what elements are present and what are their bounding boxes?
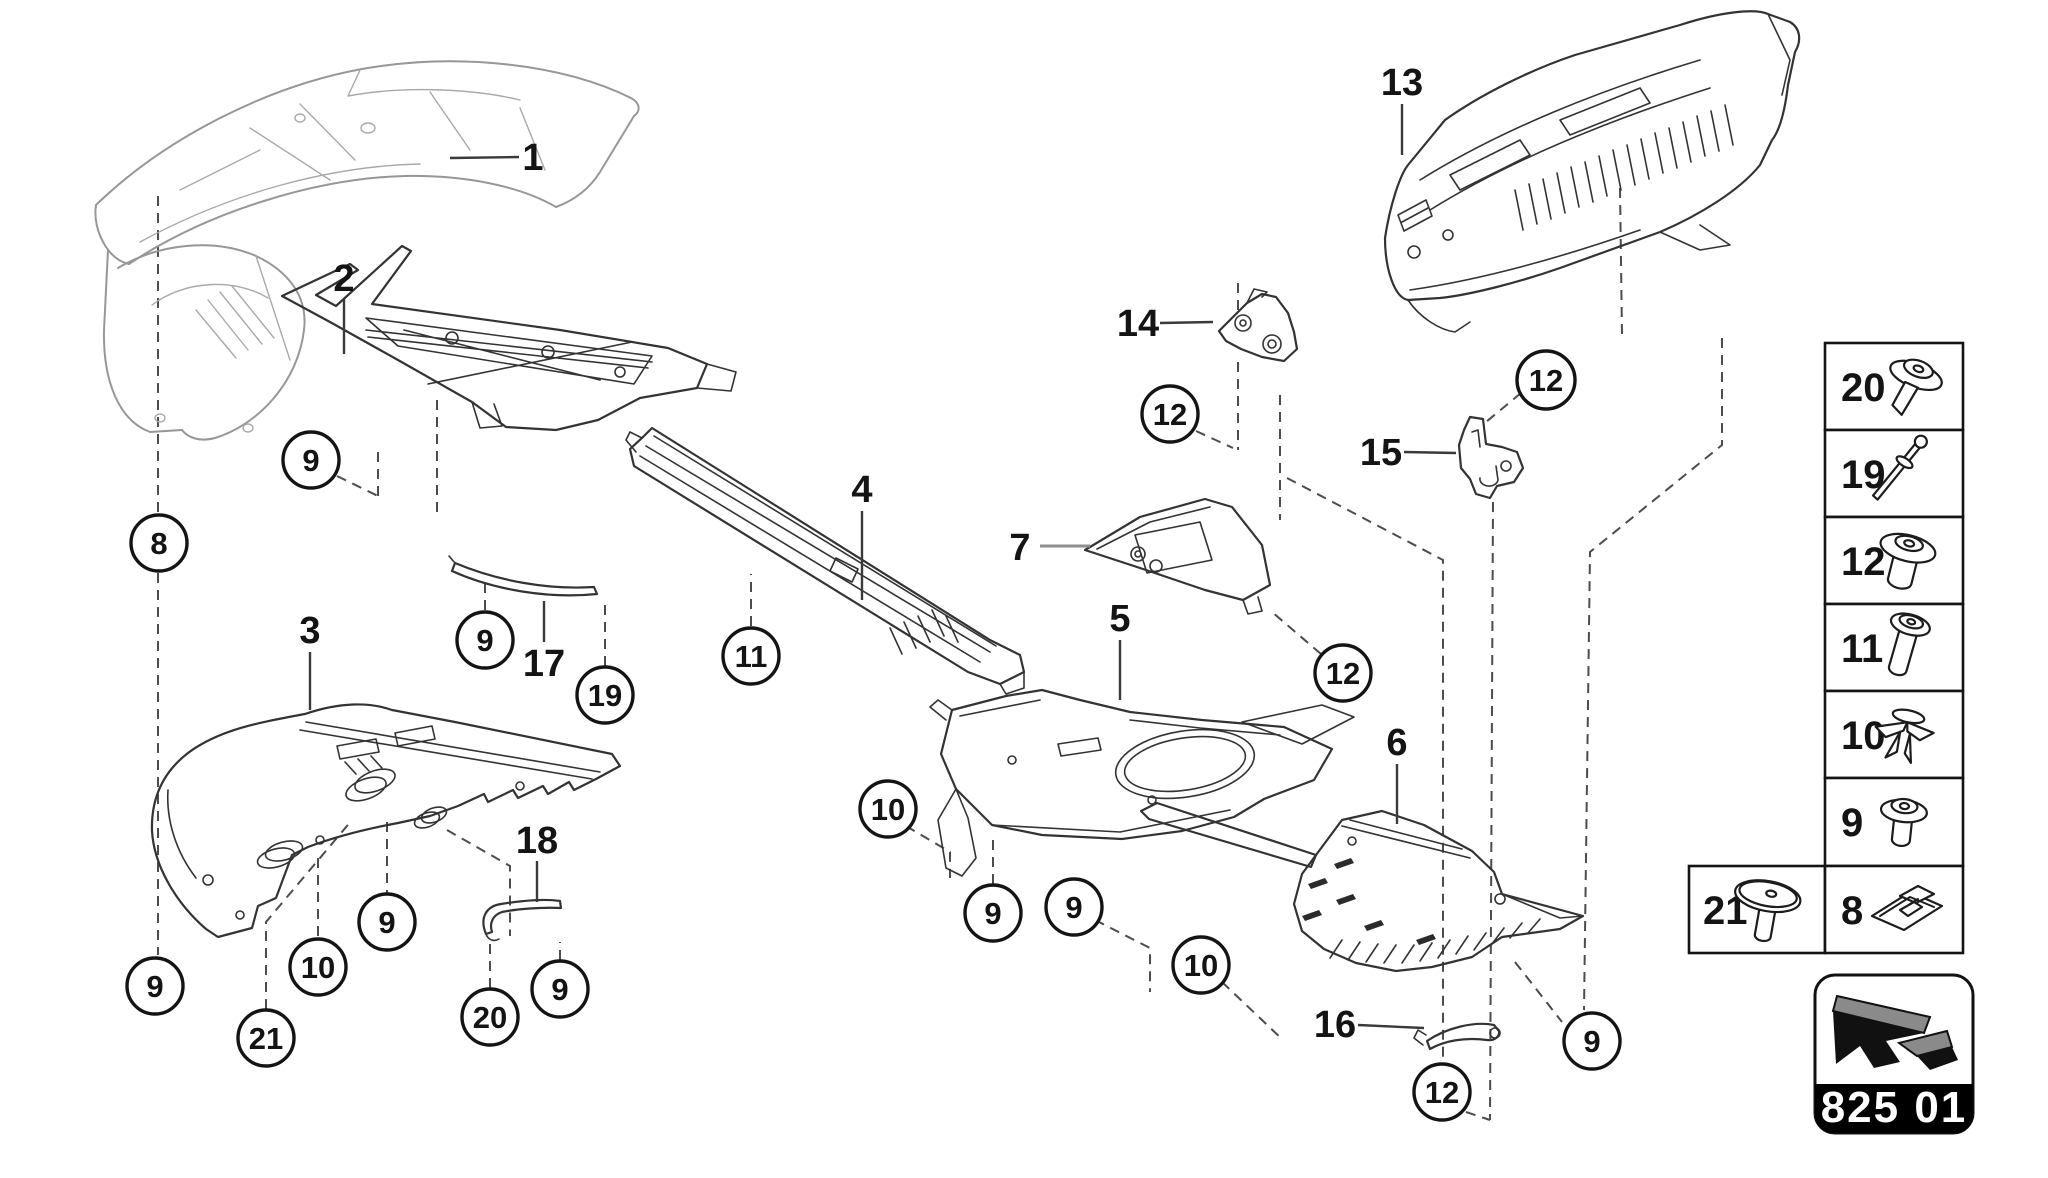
part-16-drawing [1413,1022,1501,1051]
section-arrow-icon [1831,994,1958,1070]
callout-9[interactable]: 9 [1044,877,1104,937]
part-15-drawing [1457,415,1525,500]
part-2-drawing [280,244,737,432]
legend-table: 20 19 12 11 10 9 21 8 [1687,341,1965,955]
part-label-14[interactable]: 14 [1117,303,1159,345]
callout-number: 9 [551,972,568,1007]
callout-number: 12 [1153,397,1187,432]
legend-number: 12 [1841,540,1886,584]
callout-9[interactable]: 9 [125,956,185,1016]
callout-10[interactable]: 10 [288,937,348,997]
callout-circles: 9 8 9 19 11 12 12 12 10 9 9 10 9 9 21 20… [125,349,1622,1122]
callout-number: 9 [984,896,1001,931]
part-label-13[interactable]: 13 [1381,62,1423,104]
part-label-4[interactable]: 4 [851,469,872,511]
callout-10[interactable]: 10 [1171,935,1231,995]
section-badge[interactable]: 825 01 [1813,973,1975,1135]
badge-code: 825 01 [1821,1083,1968,1132]
callout-12[interactable]: 12 [1515,349,1577,411]
blind-rivet-icon [1871,434,1928,501]
part-14-drawing [1217,288,1299,363]
long-screw-icon [1887,612,1931,677]
callout-number: 8 [150,526,167,561]
callout-9[interactable]: 9 [530,959,590,1019]
push-pin-icon [1734,879,1802,943]
part-label-7[interactable]: 7 [1009,527,1030,569]
part-6-drawing [1139,801,1585,973]
callout-number: 21 [249,1021,283,1056]
callout-11[interactable]: 11 [721,626,781,686]
part-label-1[interactable]: 1 [522,137,543,179]
callout-number: 9 [378,905,395,940]
part-label-6[interactable]: 6 [1386,722,1407,764]
callout-number: 9 [476,623,493,658]
legend-number: 11 [1841,627,1883,671]
callout-12[interactable]: 12 [1140,384,1200,444]
callout-8[interactable]: 8 [129,513,189,573]
legend-number: 8 [1841,889,1863,933]
callout-21[interactable]: 21 [236,1008,296,1068]
part-13-drawing [1383,10,1801,333]
callout-10[interactable]: 10 [858,779,918,839]
assembly-dashed-lines [157,187,1723,1121]
callout-number: 12 [1326,656,1360,691]
callout-12[interactable]: 12 [1412,1062,1472,1122]
part-number-labels: 1 2 3 4 5 6 7 13 14 15 16 17 18 [299,62,1423,1046]
callout-number: 9 [1583,1024,1600,1059]
callout-number: 20 [473,1000,507,1035]
part-label-18[interactable]: 18 [516,820,558,862]
callout-9[interactable]: 9 [281,430,341,490]
callout-number: 10 [871,792,905,827]
part-4-drawing [625,426,1026,695]
badge-code-bar [1815,1084,1973,1133]
part-label-3[interactable]: 3 [299,610,320,652]
callout-number: 19 [588,678,622,713]
short-screw-icon [1879,797,1928,847]
part-18-drawing [482,898,563,942]
part-7-drawing [1083,497,1272,615]
callout-number: 9 [1065,890,1082,925]
callout-number: 9 [146,969,163,1004]
washer-screw-icon [1879,532,1937,590]
part-3-drawing [150,703,622,939]
part-17-drawing [448,555,599,597]
part-label-5[interactable]: 5 [1109,598,1130,640]
part-label-17[interactable]: 17 [523,643,565,685]
expander-clip-icon [1874,708,1935,764]
callout-12[interactable]: 12 [1313,643,1373,703]
callout-number: 12 [1529,363,1563,398]
part-label-2[interactable]: 2 [333,258,354,300]
part-label-16[interactable]: 16 [1314,1004,1356,1046]
callout-number: 10 [1184,948,1218,983]
legend-number: 10 [1841,714,1886,758]
callout-number: 11 [735,639,768,674]
callout-number: 10 [301,950,335,985]
part-1-drawing [94,60,640,441]
callout-number: 9 [302,443,319,478]
part-5-drawing [929,688,1355,877]
part-label-15[interactable]: 15 [1360,432,1402,474]
flanged-screw-icon [1889,358,1943,416]
callout-number: 12 [1425,1075,1459,1110]
callout-9[interactable]: 9 [455,610,515,670]
leader-lines [308,104,1457,1030]
callout-20[interactable]: 20 [460,987,520,1047]
callout-9[interactable]: 9 [963,883,1023,943]
callout-19[interactable]: 19 [575,665,635,725]
callout-9[interactable]: 9 [1562,1011,1622,1071]
legend-number: 20 [1841,366,1886,410]
callout-9[interactable]: 9 [357,892,417,952]
clip-nut-icon [1870,884,1944,932]
legend-number: 9 [1841,801,1863,845]
